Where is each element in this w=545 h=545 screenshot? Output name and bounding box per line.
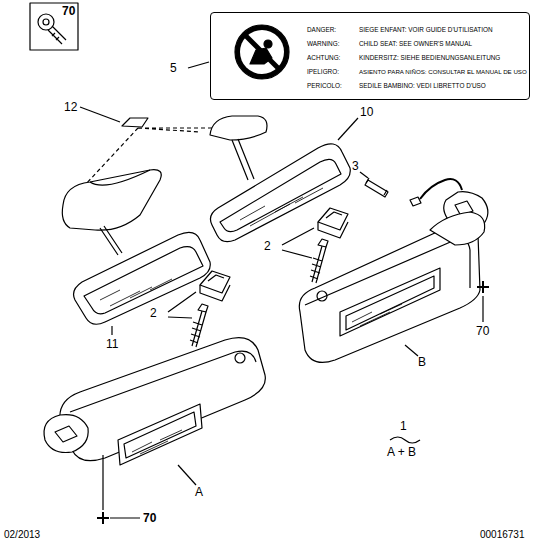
callout-number: 70	[143, 512, 156, 524]
visor-clip	[200, 271, 230, 301]
screw	[310, 239, 328, 283]
warning-text: DANGER:	[307, 27, 336, 33]
cross-mark	[97, 512, 109, 524]
mirror-cap	[122, 118, 148, 127]
warning-text: CHILD SEAT: SEE OWNER'S MANUAL	[359, 41, 472, 47]
icon-text: AIRBAG	[263, 19, 287, 25]
callout-number: 5	[170, 62, 177, 74]
warning-text: ACHTUNG:	[307, 55, 340, 61]
callout-number: 70	[62, 5, 75, 17]
callout-number: 11	[106, 338, 118, 350]
warning-text: ASIENTO PARA NIÑOS: CONSULTAR EL MANUAL …	[359, 69, 527, 75]
warning-label: AIRBAG DANGER: WARNING: ACHTUNG: IPELIGRO: PE…	[210, 12, 530, 100]
leader-line	[178, 465, 196, 485]
warning-text: SEDILE BAMBINO: VEDI LIBRETTO D'USO	[359, 83, 486, 89]
interior-mirror-11	[62, 170, 210, 325]
callout-number: 12	[64, 101, 77, 113]
diagram-number: 00016731	[480, 530, 525, 540]
visor-clip	[318, 208, 348, 238]
interior-mirror-10	[210, 116, 350, 242]
callout-number: 10	[360, 106, 373, 118]
leader-line	[360, 172, 368, 178]
callout-number: 1	[400, 420, 407, 432]
part-letter: A	[195, 486, 203, 498]
leader-line	[111, 326, 112, 335]
leader-line	[405, 345, 418, 356]
leader-line	[282, 228, 314, 258]
warning-text: KINDERSITZ: SIEHE BEDIENUNGSANLEITUNG	[359, 55, 500, 61]
leader-line	[168, 292, 196, 318]
callout-number: 2	[150, 307, 157, 319]
leader-line	[188, 62, 209, 68]
leader-line	[482, 296, 483, 322]
sun-visor-a	[44, 338, 265, 465]
callout-number: 70	[476, 325, 489, 337]
warning-text: WARNING:	[307, 41, 339, 47]
screw-icon	[38, 14, 66, 44]
part-group: A + B	[387, 446, 416, 458]
leader-line	[80, 107, 120, 122]
bulb	[365, 178, 388, 197]
cross-mark	[477, 281, 489, 293]
date-code: 02/2013	[4, 530, 40, 540]
leader-line	[338, 118, 358, 140]
warning-text: IPELIGRO:	[307, 69, 339, 75]
callout-number: 3	[352, 160, 359, 172]
callout-number: 2	[264, 240, 271, 252]
leader-line	[103, 455, 140, 518]
screw-icon-box	[30, 3, 78, 50]
part-letter: B	[418, 356, 426, 368]
warning-text: SIEGE ENFANT: VOIR GUIDE D'UTILISATION	[359, 27, 493, 33]
screw	[190, 304, 208, 347]
airbag-icon	[235, 25, 289, 79]
group-wave	[390, 437, 420, 443]
warning-text: PERICOLO:	[307, 83, 342, 89]
sun-visor-b	[299, 212, 484, 362]
